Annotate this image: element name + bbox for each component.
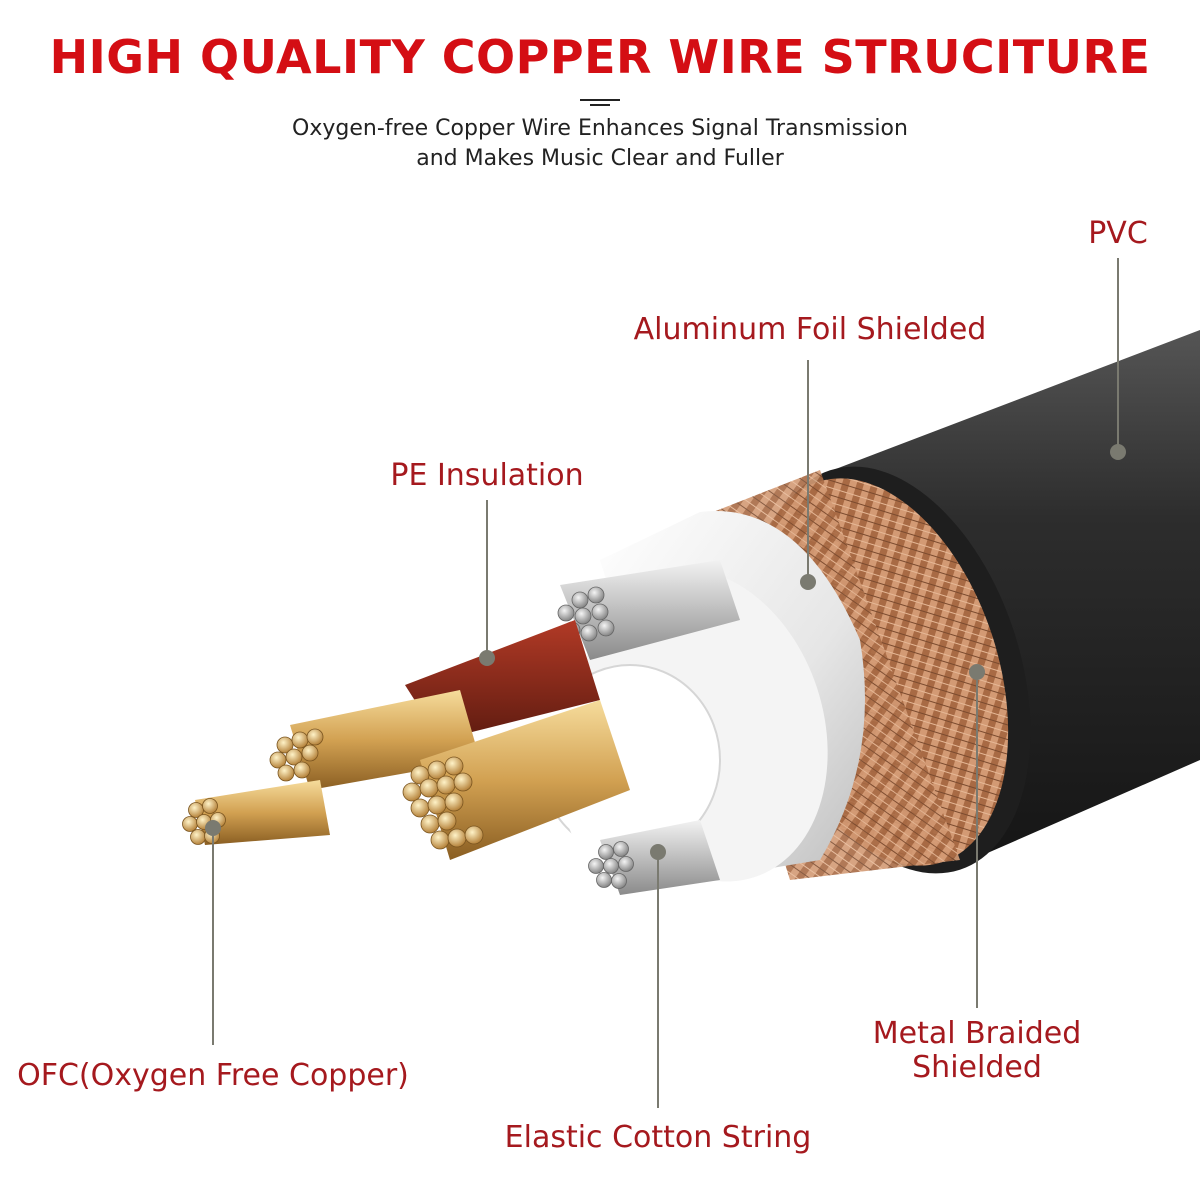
copper-conductor-front: [402, 700, 630, 860]
label-metal-braided-line-1: Metal Braided: [872, 1016, 1082, 1051]
ofc-marker-dot: [205, 820, 221, 836]
page-title: HIGH QUALITY COPPER WIRE STRUCITURE: [49, 30, 1151, 84]
label-metal-braided-line-2: Shielded: [912, 1050, 1042, 1085]
label-elastic-cotton: Elastic Cotton String: [504, 1120, 812, 1155]
subtitle-line-1: Oxygen-free Copper Wire Enhances Signal …: [292, 116, 908, 141]
pvc-marker-dot: [1110, 444, 1126, 460]
subtitle: Oxygen-free Copper Wire Enhances Signal …: [0, 114, 1200, 174]
title-divider-short: [590, 104, 610, 106]
pe-insulation-marker-dot: [479, 650, 495, 666]
elastic-cotton-marker-dot: [650, 844, 666, 860]
label-metal-braided: Metal Braided Shielded: [873, 1017, 1082, 1085]
label-pvc: PVC: [1088, 216, 1148, 251]
label-aluminum-foil: Aluminum Foil Shielded: [633, 312, 987, 347]
label-ofc: OFC(Oxygen Free Copper): [17, 1058, 409, 1093]
aluminum-foil-marker-dot: [800, 574, 816, 590]
metal-braided-marker-dot: [969, 664, 985, 680]
silver-strand-bundle-top: [557, 560, 740, 660]
label-pe-insulation: PE Insulation: [390, 458, 584, 493]
title-divider: [580, 99, 620, 101]
subtitle-line-2: and Makes Music Clear and Fuller: [416, 146, 784, 171]
copper-conductor-left: [182, 780, 330, 845]
